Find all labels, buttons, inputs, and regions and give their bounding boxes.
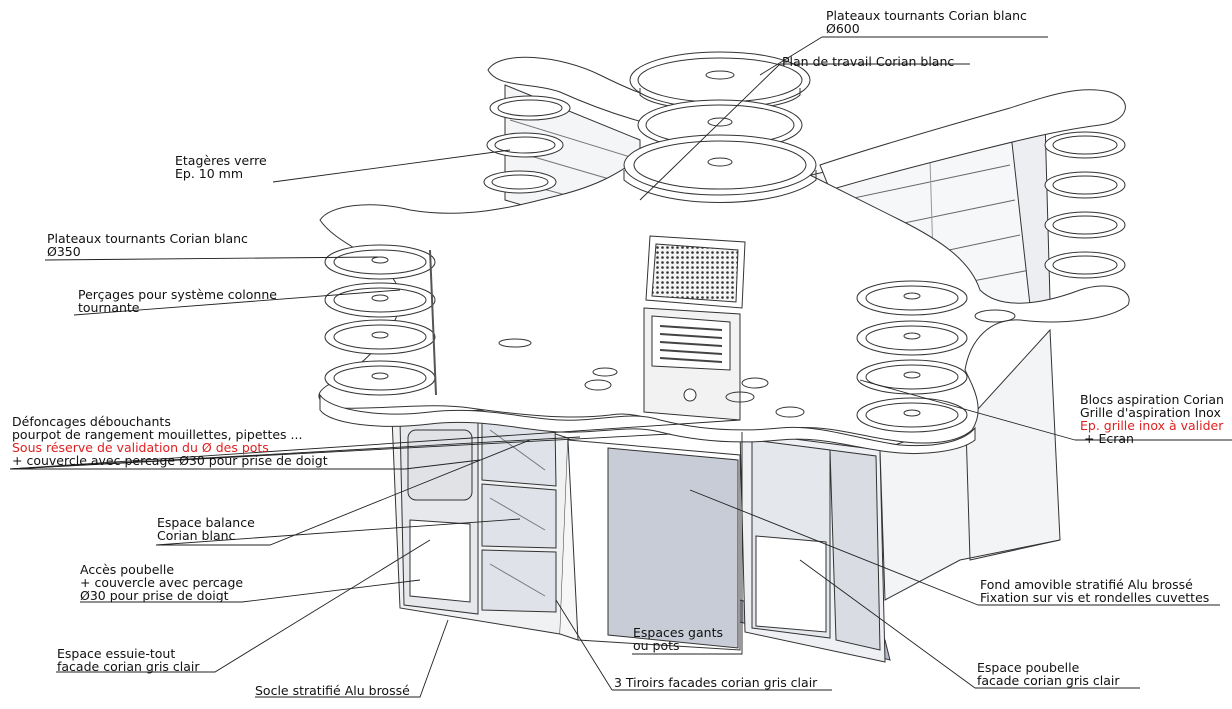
label-line: Blocs aspiration Corian <box>1080 392 1224 407</box>
back-left-plate-stack <box>483 95 571 194</box>
right-plate-stack <box>856 280 968 433</box>
label-acces-poubelle: Accès poubelle + couvercle avec percage … <box>80 563 243 602</box>
screen-mesh <box>651 243 739 303</box>
label-line: Socle stratifié Alu brossé <box>255 683 410 698</box>
label-line: Défoncages débouchants <box>12 414 171 429</box>
label-warning-line: Sous réserve de validation du Ø des pots <box>12 440 269 455</box>
label-line: facade corian gris clair <box>977 673 1120 688</box>
label-defoncages: Défoncages débouchants pourpot de rangem… <box>12 415 328 467</box>
label-line: Perçages pour système colonne <box>78 287 277 302</box>
left-plate-stack <box>324 244 437 396</box>
pot-hole <box>974 309 1016 323</box>
label-line: Espace essuie-tout <box>57 646 176 661</box>
label-line: Ø600 <box>826 21 860 36</box>
label-socle: Socle stratifié Alu brossé <box>255 684 410 697</box>
label-plateaux-350: Plateaux tournants Corian blanc Ø350 <box>47 232 248 258</box>
label-line: + Ecran <box>1084 431 1134 446</box>
label-line: Fixation sur vis et rondelles cuvettes <box>980 590 1210 605</box>
label-line: + couvercle avec percage <box>80 575 244 590</box>
label-line: facade corian gris clair <box>57 659 200 674</box>
label-line: Corian blanc <box>157 528 236 543</box>
label-line: Espaces gants <box>633 625 723 640</box>
label-line: Ø30 pour prise de doigt <box>80 588 229 603</box>
label-warning-line: Ep. grille inox à valider <box>1080 418 1224 433</box>
label-espace-poubelle: Espace poubelle facade corian gris clair <box>977 661 1120 687</box>
label-tiroirs: 3 Tiroirs facades corian gris clair <box>614 676 817 689</box>
label-line: + couvercle avec percage Ø30 pour prise … <box>12 453 328 468</box>
label-percages: Perçages pour système colonne tournante <box>78 288 277 314</box>
drawer-2 <box>481 483 557 549</box>
label-espaces-gants: Espaces gants ou pots <box>633 626 723 652</box>
label-line: Grille d'aspiration Inox <box>1080 405 1221 420</box>
label-line: Plan de travail Corian blanc <box>782 54 955 69</box>
pot-hole <box>592 367 618 377</box>
label-line: Ep. 10 mm <box>175 166 244 181</box>
label-line: Accès poubelle <box>80 562 175 577</box>
label-blocs-aspiration: Blocs aspiration Corian Grille d'aspirat… <box>1080 393 1224 445</box>
label-line: Fond amovible stratifié Alu brossé <box>980 577 1193 592</box>
pot-hole <box>725 391 755 403</box>
pot-hole <box>741 377 769 389</box>
label-etageres: Etagères verre Ep. 10 mm <box>175 154 267 180</box>
label-plateaux-600: Plateaux tournants Corian blanc Ø600 <box>826 9 1027 35</box>
leader-lines <box>9 36 1232 698</box>
far-right-plate-stack <box>1044 131 1126 279</box>
label-espace-essuie-tout: Espace essuie-tout facade corian gris cl… <box>57 647 200 673</box>
fond-amovible-panel <box>607 447 739 649</box>
label-line: Espace poubelle <box>977 660 1080 675</box>
label-line: Plateaux tournants Corian blanc <box>826 8 1027 23</box>
label-line: pourpot de rangement mouillettes, pipett… <box>12 427 303 442</box>
label-espace-balance: Espace balance Corian blanc <box>157 516 255 542</box>
label-line: Ø350 <box>47 244 81 259</box>
label-line: tournante <box>78 300 140 315</box>
label-fond-amovible: Fond amovible stratifié Alu brossé Fixat… <box>980 578 1209 604</box>
label-line: Etagères verre <box>175 153 267 168</box>
label-line: Plateaux tournants Corian blanc <box>47 231 248 246</box>
label-plan-travail: Plan de travail Corian blanc <box>782 55 954 68</box>
label-line: ou pots <box>633 638 680 653</box>
label-line: Espace balance <box>157 515 255 530</box>
pot-hole <box>775 406 805 418</box>
pot-hole <box>584 379 612 391</box>
label-line: 3 Tiroirs facades corian gris clair <box>614 675 818 690</box>
